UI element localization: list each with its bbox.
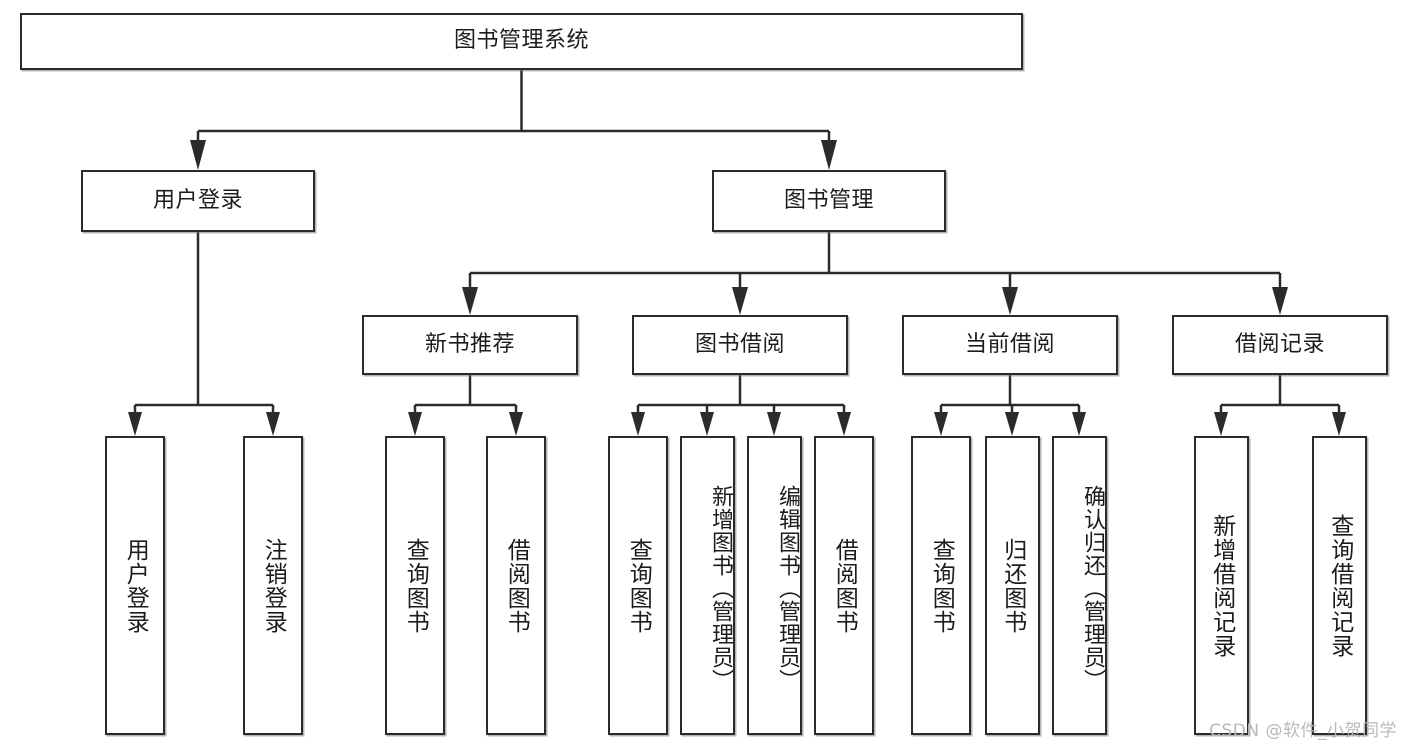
node-new-book-recommend[interactable]: 新书推荐 (362, 315, 578, 375)
node-book-manage-label: 图书管理 (783, 187, 874, 213)
node-user-login-label: 用户登录 (152, 187, 243, 213)
node-new-book-recommend-label: 新书推荐 (424, 331, 515, 357)
node-borrow-record[interactable]: 借阅记录 (1172, 315, 1388, 375)
node-leaf-add-record-label: 新增借阅记录 (1208, 513, 1235, 658)
node-leaf-user-login[interactable]: 用户登录 (105, 436, 165, 735)
node-leaf-query-record-label: 查询借阅记录 (1326, 513, 1353, 658)
node-leaf-borrow-book-2-label: 借阅图书 (831, 537, 858, 634)
node-leaf-edit-book[interactable]: 编辑图书（管理员） (747, 436, 802, 735)
node-leaf-return-book-label: 归还图书 (999, 537, 1026, 634)
node-leaf-user-login-label: 用户登录 (122, 537, 149, 634)
node-leaf-query-book-1-label: 查询图书 (402, 537, 429, 634)
node-leaf-query-book-2-label: 查询图书 (625, 537, 652, 634)
node-book-manage[interactable]: 图书管理 (712, 170, 946, 232)
watermark-text: CSDN @软件_小贺同学 (1209, 721, 1397, 741)
node-leaf-borrow-book-1-label: 借阅图书 (503, 537, 530, 634)
node-leaf-add-book-label: 新增图书（管理员） (708, 485, 733, 692)
node-root[interactable]: 图书管理系统 (20, 13, 1023, 70)
node-current-borrow-label: 当前借阅 (964, 331, 1055, 357)
node-user-login[interactable]: 用户登录 (81, 170, 315, 232)
node-leaf-query-book-2[interactable]: 查询图书 (608, 436, 668, 735)
node-leaf-user-logout[interactable]: 注销登录 (243, 436, 303, 735)
node-leaf-query-book-1[interactable]: 查询图书 (385, 436, 445, 735)
node-leaf-return-book[interactable]: 归还图书 (985, 436, 1040, 735)
node-leaf-add-record[interactable]: 新增借阅记录 (1194, 436, 1249, 735)
node-leaf-query-book-3-label: 查询图书 (928, 537, 955, 634)
node-book-borrow-label: 图书借阅 (694, 331, 785, 357)
node-leaf-borrow-book-1[interactable]: 借阅图书 (486, 436, 546, 735)
node-book-borrow[interactable]: 图书借阅 (632, 315, 848, 375)
node-leaf-edit-book-label: 编辑图书（管理员） (775, 485, 800, 692)
node-leaf-borrow-book-2[interactable]: 借阅图书 (814, 436, 874, 735)
node-current-borrow[interactable]: 当前借阅 (902, 315, 1118, 375)
node-leaf-add-book[interactable]: 新增图书（管理员） (680, 436, 735, 735)
node-leaf-confirm-return[interactable]: 确认归还（管理员） (1052, 436, 1107, 735)
node-leaf-query-record[interactable]: 查询借阅记录 (1312, 436, 1367, 735)
node-borrow-record-label: 借阅记录 (1234, 331, 1325, 357)
node-leaf-user-logout-label: 注销登录 (260, 537, 287, 634)
node-leaf-query-book-3[interactable]: 查询图书 (911, 436, 971, 735)
node-leaf-confirm-return-label: 确认归还（管理员） (1080, 485, 1105, 692)
node-root-label: 图书管理系统 (453, 28, 589, 54)
